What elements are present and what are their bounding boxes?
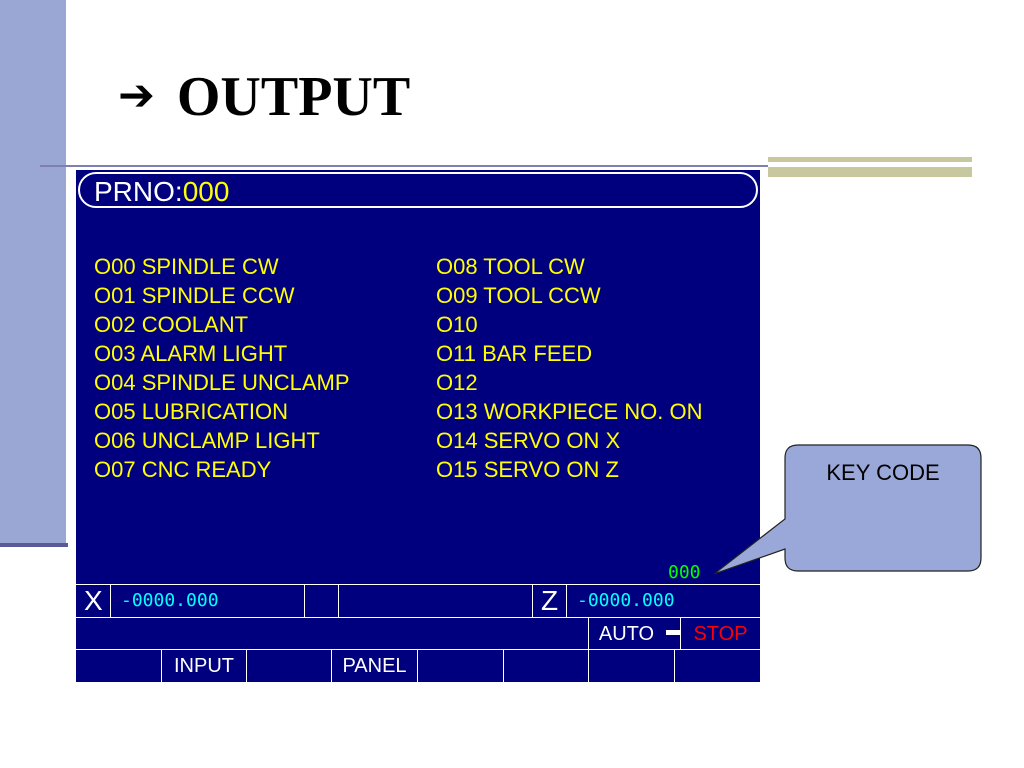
outputs-column-2: O08 TOOL CW O09 TOOL CCW O10 O11 BAR FEE… [436,252,703,484]
prno-label: PRNO: [94,176,183,207]
right-arrow-icon: ➔ [118,69,155,121]
z-coordinate-value: -0000.000 [566,585,760,618]
x-coordinate-value: -0000.000 [110,585,304,618]
x-axis-label: X [84,585,103,616]
output-item: O09 TOOL CCW [436,283,601,308]
softkey-3[interactable] [246,650,331,683]
coord-spacer [304,585,338,618]
output-item: O03 ALARM LIGHT [94,341,288,366]
slide-left-bar-edge [0,543,68,547]
output-item: O08 TOOL CW [436,254,585,279]
z-axis-label: Z [532,585,566,618]
output-item: O04 SPINDLE UNCLAMP [94,370,350,395]
output-item: O12 [436,370,478,395]
title-underline [40,165,772,167]
key-code-value: 000 [668,562,701,583]
callout-shape [713,444,982,574]
callout-text: KEY CODE [826,460,940,485]
output-item: O15 SERVO ON Z [436,457,619,482]
softkey-6[interactable] [503,650,588,683]
output-item: O14 SERVO ON X [436,428,621,453]
prno-value: 000 [182,176,230,207]
softkey-bar: INPUT PANEL [76,649,760,683]
output-item: O10 [436,312,478,337]
softkey-8[interactable] [674,650,760,683]
softkey-1[interactable] [76,650,161,683]
output-item: O13 WORKPIECE NO. ON [436,399,703,424]
mode-indicator: AUTO [588,618,664,650]
softkey-7[interactable] [588,650,674,683]
output-item: O06 UNCLAMP LIGHT [94,428,320,453]
program-number-bar: PRNO:000 [78,172,758,208]
state-indicator: STOP [680,618,760,650]
slide-title: ➔ OUTPUT [118,62,410,132]
mode-state-separator [666,630,680,635]
key-code-callout: KEY CODE [713,444,982,574]
softkey-5[interactable] [417,650,503,683]
slide-left-bar [0,0,66,546]
coord-spacer [338,585,532,618]
output-item: O01 SPINDLE CCW [94,283,295,308]
coordinate-row: X -0000.000 Z -0000.000 [76,584,760,618]
slide-title-text: OUTPUT [176,66,411,128]
olive-accent-bar [768,157,972,179]
output-item: O11 BAR FEED [436,341,593,366]
status-row: AUTO STOP [76,617,760,650]
output-item: O05 LUBRICATION [94,399,288,424]
output-item: O07 CNC READY [94,457,272,482]
output-item: O02 COOLANT [94,312,249,337]
softkey-input[interactable]: INPUT [161,650,246,683]
outputs-column-1: O00 SPINDLE CW O01 SPINDLE CCW O02 COOLA… [94,252,350,484]
output-item: O00 SPINDLE CW [94,254,279,279]
cnc-screen: PRNO:000 O00 SPINDLE CW O01 SPINDLE CCW … [76,170,760,683]
softkey-panel[interactable]: PANEL [331,650,417,683]
